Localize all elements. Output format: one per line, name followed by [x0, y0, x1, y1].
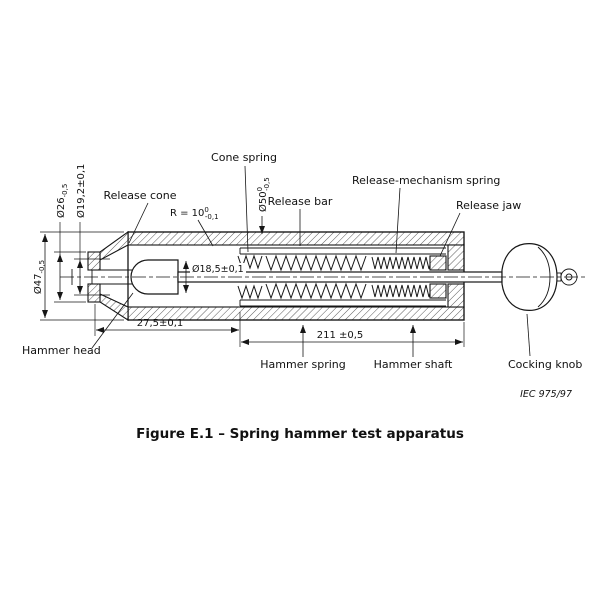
release-cone — [87, 230, 129, 322]
label-release-cone: Release cone — [104, 189, 177, 244]
dim-dia19-2: Ø19,2±0,1 — [74, 164, 110, 296]
svg-text:Release bar: Release bar — [268, 195, 333, 208]
dim-radius10-text: R = 100-0,1 — [170, 206, 219, 221]
label-release-jaw: Release jaw — [439, 199, 521, 257]
svg-text:Cone spring: Cone spring — [211, 151, 277, 164]
dim-dia50: Ø500-0,5 — [256, 177, 271, 234]
striker-tip — [71, 269, 133, 285]
label-release-bar: Release bar — [268, 195, 333, 246]
dim-211: 211 ±0,5 — [241, 322, 465, 347]
figure-caption: Figure E.1 – Spring hammer test apparatu… — [136, 426, 464, 442]
svg-text:Release-mechanism spring: Release-mechanism spring — [352, 174, 500, 187]
release-jaw — [429, 255, 447, 299]
label-cone-spring: Cone spring — [211, 151, 277, 253]
label-hammer-shaft: Hammer shaft — [374, 325, 453, 371]
release-mechanism-spring — [371, 256, 433, 298]
svg-text:Hammer shaft: Hammer shaft — [374, 358, 453, 371]
dim-27-5-text: 27,5±0,1 — [137, 318, 184, 329]
svg-text:Release cone: Release cone — [104, 189, 177, 202]
label-release-mechanism-spring: Release-mechanism spring — [352, 174, 500, 254]
label-hammer-spring: Hammer spring — [260, 325, 346, 371]
svg-text:Cocking knob: Cocking knob — [508, 358, 582, 371]
dim-211-text: 211 ±0,5 — [317, 330, 364, 341]
dim-radius10: R = 100-0,1 — [170, 206, 219, 247]
svg-text:Hammer head: Hammer head — [22, 344, 101, 357]
dim-dia19-2-text: Ø19,2±0,1 — [75, 164, 87, 218]
dim-dia18-5-text: Ø18,5±0,1 — [192, 264, 244, 275]
hammer-spring — [265, 254, 367, 300]
dim-dia50-text: Ø500-0,5 — [256, 177, 271, 212]
dim-27-5: 27,5±0,1 — [94, 304, 241, 347]
iec-reference: IEC 975/97 — [520, 389, 572, 400]
svg-text:Hammer spring: Hammer spring — [260, 358, 345, 371]
dim-dia47-text: Ø47-0,5 — [32, 260, 46, 294]
dim-dia47: Ø47-0,5 — [32, 231, 124, 321]
release-bar — [239, 247, 446, 307]
label-hammer-head: Hammer head — [22, 292, 134, 357]
label-cocking-knob: Cocking knob — [508, 313, 582, 371]
svg-text:Release jaw: Release jaw — [456, 199, 521, 212]
dim-dia26-text: Ø26-0,5 — [55, 184, 69, 218]
